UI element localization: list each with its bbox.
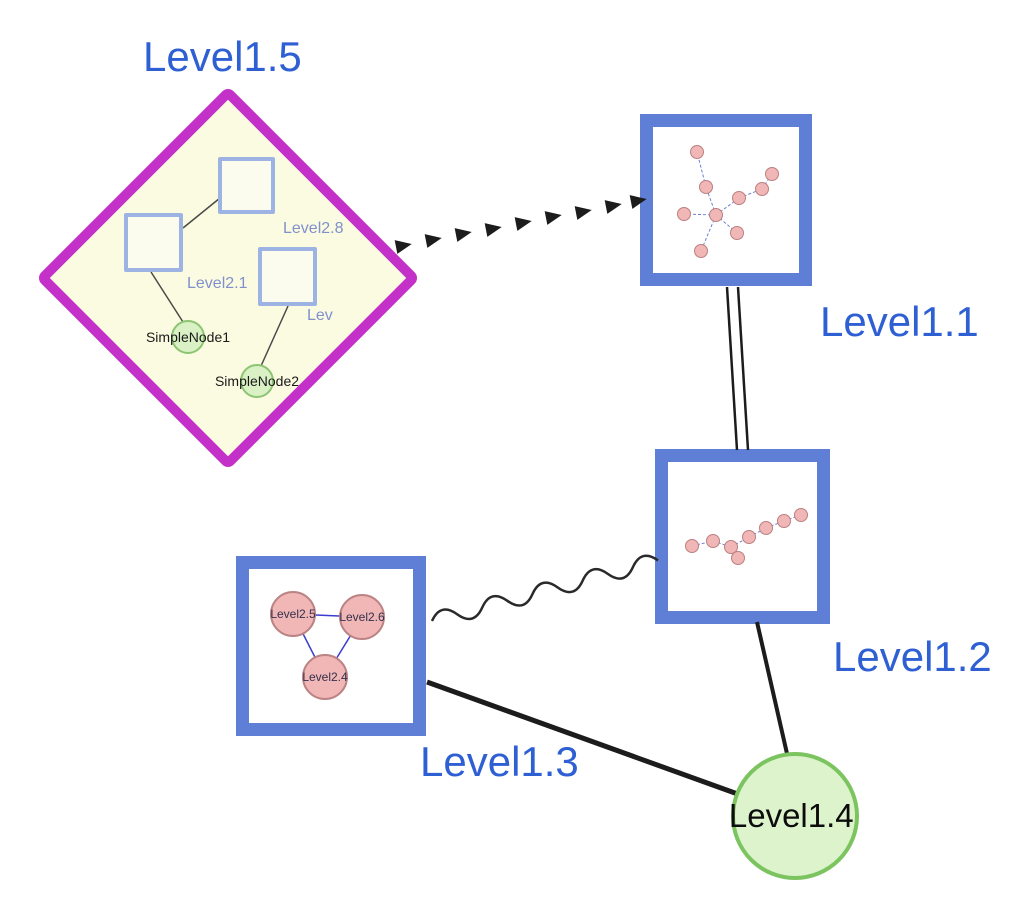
level1-5-inner-edges[interactable] [150, 197, 289, 367]
node-level1-2[interactable] [655, 449, 830, 624]
mini-node[interactable] [777, 514, 791, 528]
edge-level1-2-to-level1-4[interactable] [755, 621, 790, 759]
mini-node[interactable] [765, 167, 779, 181]
node-level1-3[interactable] [236, 556, 426, 736]
node-level1-1[interactable] [640, 114, 812, 286]
mini-node[interactable] [742, 530, 756, 544]
edge-level1-3-to-level1-2[interactable] [430, 553, 660, 629]
edge-level1-5-to-level1-1[interactable] [394, 192, 648, 254]
level1-2-label: Level1.2 [833, 633, 992, 680]
edge-level1-3-to-level1-4[interactable] [426, 679, 747, 800]
simplenode1-label: SimpleNode1 [145, 329, 231, 345]
node-level1-4[interactable]: Level1.4 [728, 752, 859, 880]
mini-node[interactable] [709, 208, 723, 222]
level2-lev-label: Lev [307, 307, 333, 324]
mini-node[interactable] [677, 207, 691, 221]
mini-node[interactable] [755, 182, 769, 196]
level2-8-label: Level2.8 [283, 220, 344, 237]
node-simplenode1[interactable]: SimpleNode1 [146, 320, 230, 354]
mini-node[interactable] [694, 244, 708, 258]
mini-node[interactable] [724, 540, 738, 554]
level1-2-subgraph [685, 508, 808, 565]
mini-node[interactable] [699, 180, 713, 194]
node-level2-8[interactable] [218, 157, 275, 214]
node-level2-4[interactable]: Level2.4 [302, 654, 348, 700]
level2-1-label: Level2.1 [187, 275, 248, 292]
level2-5-label: Level2.5 [270, 607, 316, 621]
level2-6-label: Level2.6 [339, 610, 385, 624]
level1-1-subgraph [677, 145, 779, 258]
mini-node[interactable] [730, 226, 744, 240]
level1-3-label: Level1.3 [420, 738, 579, 785]
mini-node[interactable] [731, 551, 745, 565]
mini-node[interactable] [706, 534, 720, 548]
node-level2-lev[interactable] [258, 247, 317, 306]
mini-node[interactable] [794, 508, 808, 522]
mini-node[interactable] [732, 191, 746, 205]
node-level2-6[interactable]: Level2.6 [339, 594, 385, 640]
mini-node[interactable] [685, 539, 699, 553]
simplenode2-label: SimpleNode2 [214, 373, 300, 389]
mini-node[interactable] [690, 145, 704, 159]
node-simplenode2[interactable]: SimpleNode2 [215, 364, 299, 398]
level1-5-label: Level1.5 [143, 33, 302, 80]
node-level2-1[interactable] [124, 213, 183, 272]
level1-1-label: Level1.1 [820, 298, 979, 345]
edge-level1-1-to-level1-2[interactable] [725, 286, 750, 451]
mini-node[interactable] [759, 521, 773, 535]
level2-4-label: Level2.4 [302, 670, 348, 684]
level1-4-label: Level1.4 [728, 797, 854, 834]
node-level2-5[interactable]: Level2.5 [270, 591, 316, 637]
